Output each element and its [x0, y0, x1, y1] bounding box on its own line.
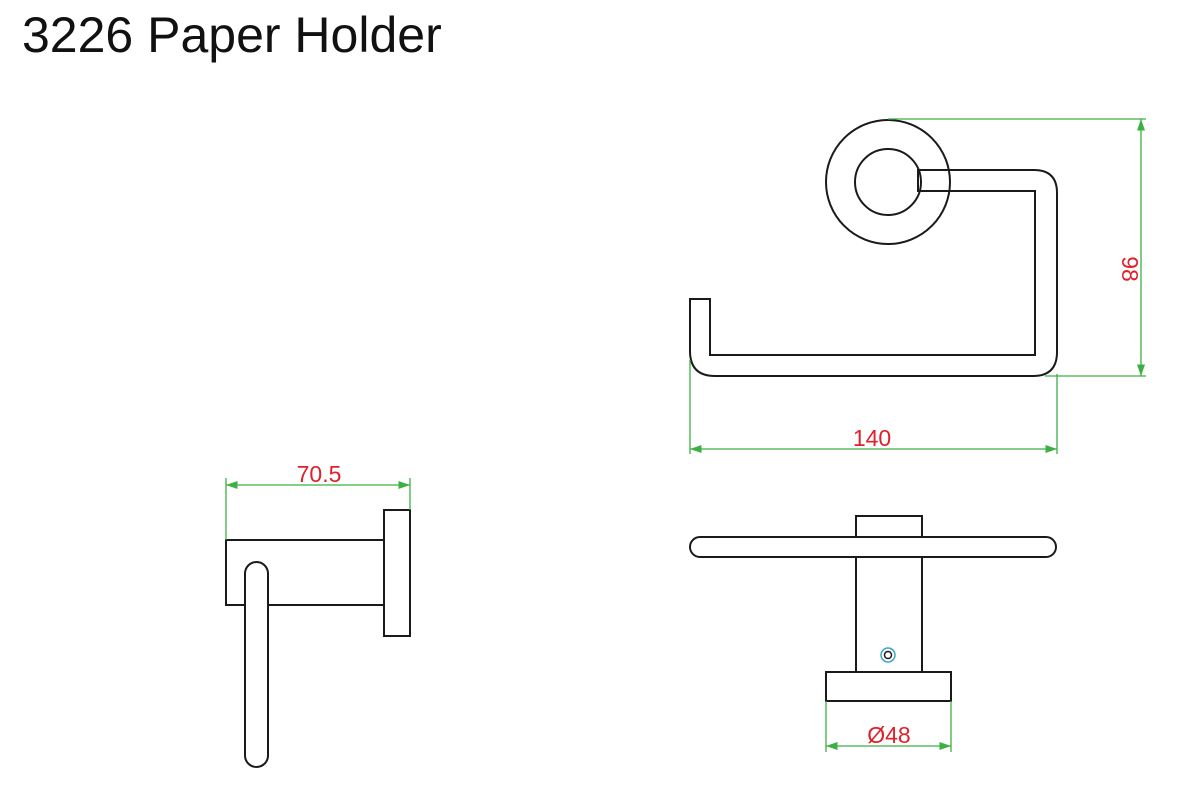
- front-width-label: 140: [853, 425, 891, 451]
- front-height-dimension: 98: [888, 118, 1146, 377]
- drawing-title: 3226 Paper Holder: [22, 7, 442, 63]
- side-wall-plate: [383, 509, 411, 637]
- base-diameter-label: Ø48: [867, 722, 910, 748]
- front-width-dimension: 140: [689, 360, 1058, 454]
- side-post: [225, 539, 385, 606]
- front-wall-plate-inner: [854, 148, 922, 216]
- front-view: [689, 119, 1058, 377]
- top-post-lower: [855, 556, 923, 673]
- top-base-plate: [825, 671, 952, 702]
- side-view: [225, 509, 411, 768]
- front-wall-plate-outer: [825, 119, 951, 245]
- base-diameter-dimension: Ø48: [825, 701, 952, 752]
- top-arm: [689, 536, 1057, 558]
- side-depth-dimension: 70.5: [225, 461, 411, 540]
- top-view: [689, 515, 1057, 702]
- top-post-upper: [855, 515, 923, 538]
- front-height-label: 98: [1117, 256, 1143, 282]
- screw-hole-outer: [880, 647, 896, 663]
- side-arm: [244, 561, 269, 768]
- front-arm-outline: [689, 169, 1058, 377]
- side-depth-label: 70.5: [297, 461, 342, 487]
- screw-hole-inner: [883, 650, 893, 660]
